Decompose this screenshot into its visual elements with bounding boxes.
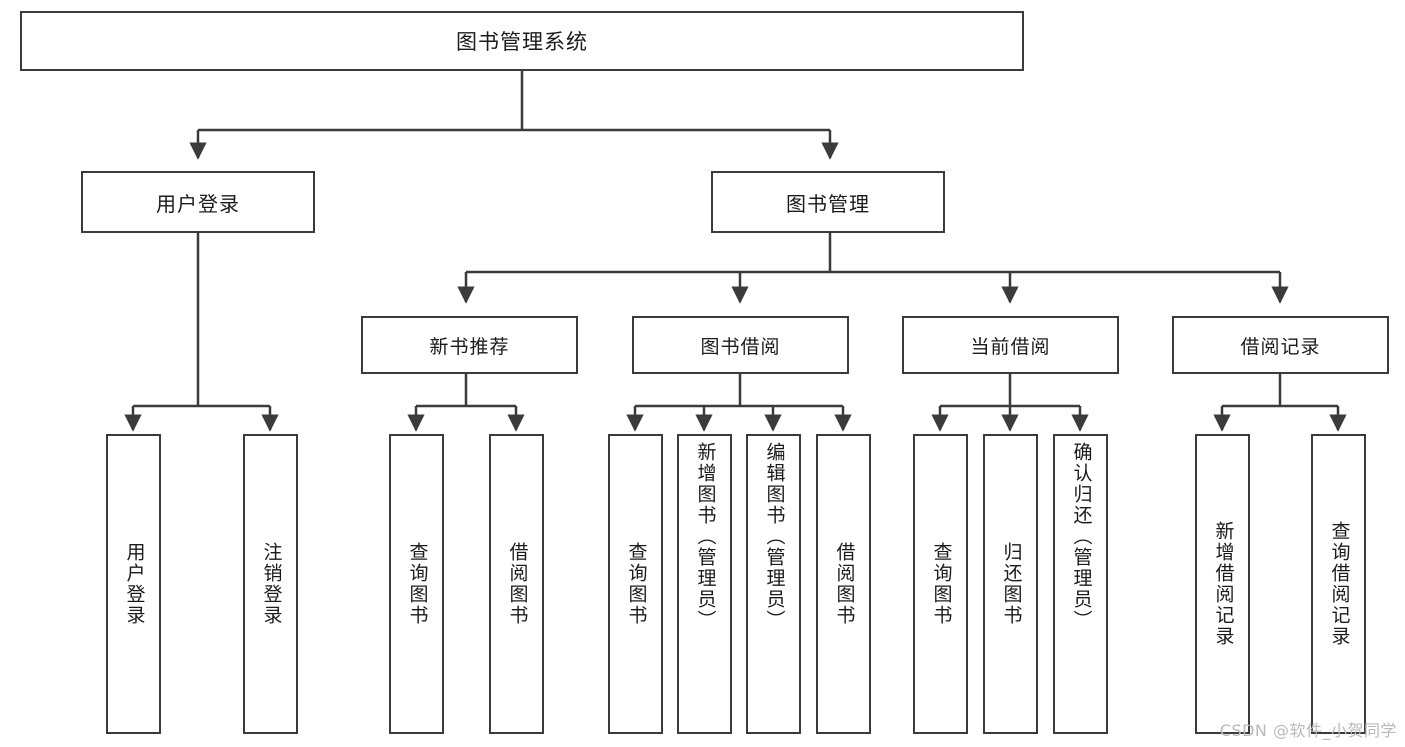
watermark: CSDN @软件_小贺同学 xyxy=(1219,721,1397,740)
node-new-book-recommend[interactable]: 新书推荐 xyxy=(361,316,578,374)
node-book-management[interactable]: 图书管理 xyxy=(711,171,945,233)
leaf-user-login-login[interactable]: 用户登录 xyxy=(106,434,161,734)
leaf-current-borrow-confirm-return-admin-label: 确认归还（管理员） xyxy=(1070,442,1093,631)
node-book-borrow[interactable]: 图书借阅 xyxy=(632,316,849,374)
node-book-management-label: 图书管理 xyxy=(786,191,870,216)
node-borrow-record-label: 借阅记录 xyxy=(1240,335,1321,358)
leaf-current-borrow-query-book[interactable]: 查询图书 xyxy=(913,434,968,734)
leaf-borrow-record-query-record-label: 查询借阅记录 xyxy=(1328,521,1351,647)
leaf-current-borrow-confirm-return-admin[interactable]: 确认归还（管理员） xyxy=(1053,434,1108,734)
leaf-book-borrow-borrow-book-label: 借阅图书 xyxy=(833,542,856,626)
leaf-current-borrow-return-book[interactable]: 归还图书 xyxy=(983,434,1038,734)
leaf-book-borrow-borrow-book[interactable]: 借阅图书 xyxy=(816,434,871,734)
leaf-borrow-record-query-record[interactable]: 查询借阅记录 xyxy=(1311,434,1366,734)
leaf-borrow-record-add-record-label: 新增借阅记录 xyxy=(1212,521,1235,647)
leaf-current-borrow-query-book-label: 查询图书 xyxy=(930,542,953,626)
leaf-book-borrow-edit-book-admin[interactable]: 编辑图书（管理员） xyxy=(746,434,801,734)
leaf-new-book-query-book-label: 查询图书 xyxy=(406,542,429,626)
node-user-login-label: 用户登录 xyxy=(156,191,240,216)
leaf-book-borrow-add-book-admin[interactable]: 新增图书（管理员） xyxy=(677,434,732,734)
node-book-borrow-label: 图书借阅 xyxy=(700,335,781,358)
leaf-new-book-query-book[interactable]: 查询图书 xyxy=(389,434,444,734)
leaf-book-borrow-edit-book-admin-label: 编辑图书（管理员） xyxy=(763,442,786,631)
leaf-book-borrow-query-book-label: 查询图书 xyxy=(625,542,648,626)
leaf-user-login-logout-label: 注销登录 xyxy=(260,542,283,626)
node-new-book-recommend-label: 新书推荐 xyxy=(429,335,510,358)
leaf-book-borrow-add-book-admin-label: 新增图书（管理员） xyxy=(694,442,717,631)
leaf-book-borrow-query-book[interactable]: 查询图书 xyxy=(608,434,663,734)
leaf-borrow-record-add-record[interactable]: 新增借阅记录 xyxy=(1195,434,1250,734)
node-root-book-management-system[interactable]: 图书管理系统 xyxy=(20,11,1024,71)
leaf-new-book-borrow-book-label: 借阅图书 xyxy=(506,542,529,626)
leaf-current-borrow-return-book-label: 归还图书 xyxy=(1000,542,1023,626)
node-user-login[interactable]: 用户登录 xyxy=(81,171,315,233)
leaf-new-book-borrow-book[interactable]: 借阅图书 xyxy=(489,434,544,734)
node-borrow-record[interactable]: 借阅记录 xyxy=(1172,316,1389,374)
node-current-borrow-label: 当前借阅 xyxy=(970,335,1051,358)
node-current-borrow[interactable]: 当前借阅 xyxy=(902,316,1119,374)
leaf-user-login-login-label: 用户登录 xyxy=(123,542,146,626)
node-root-label: 图书管理系统 xyxy=(456,30,588,54)
leaf-user-login-logout[interactable]: 注销登录 xyxy=(243,434,298,734)
